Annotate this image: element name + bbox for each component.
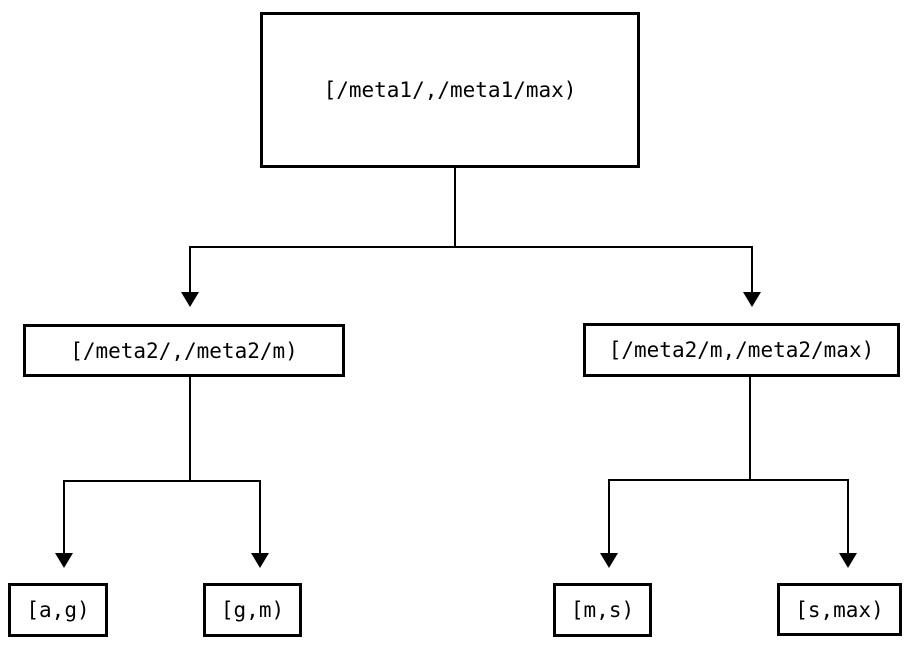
node-leaf-m-s: [m,s)	[553, 583, 652, 637]
arrowhead-to-leaf-a-g-icon	[55, 553, 73, 568]
connector-left-leaf2-drop	[259, 480, 261, 553]
node-leaf-a-g: [a,g)	[8, 583, 108, 637]
node-level2-left-interval: [/meta2/,/meta2/m)	[23, 324, 345, 377]
node-leaf-s-max: [s,max)	[777, 583, 902, 636]
node-leaf-g-m: [g,m)	[203, 583, 302, 637]
connector-root-left-drop	[189, 246, 191, 293]
node-level2-right-interval: [/meta2/m,/meta2/max)	[583, 323, 900, 377]
arrowhead-to-leaf-s-max-icon	[839, 553, 857, 568]
connector-right-stem	[749, 377, 751, 480]
connector-root-crossbar	[189, 246, 753, 248]
connector-right-leaf4-drop	[847, 479, 849, 553]
connector-left-leaf1-drop	[63, 480, 65, 553]
node-root-interval: [/meta1/,/meta1/max)	[260, 12, 640, 168]
connector-right-leaf3-drop	[608, 479, 610, 553]
arrowhead-to-level2-right-icon	[743, 292, 761, 307]
arrowhead-to-leaf-m-s-icon	[600, 553, 618, 568]
arrowhead-to-leaf-g-m-icon	[251, 553, 269, 568]
connector-right-crossbar	[608, 479, 849, 481]
arrowhead-to-level2-left-icon	[181, 292, 199, 307]
connector-root-right-drop	[751, 246, 753, 293]
connector-left-crossbar	[63, 480, 261, 482]
connector-left-stem	[189, 377, 191, 481]
connector-root-stem	[454, 168, 456, 248]
